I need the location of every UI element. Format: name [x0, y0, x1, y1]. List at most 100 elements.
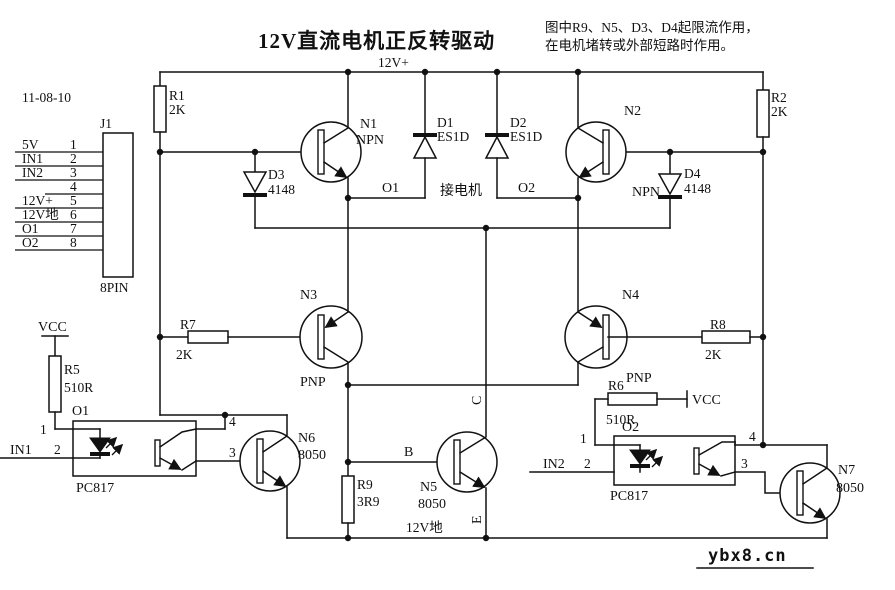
svg-text:N2: N2: [624, 104, 641, 119]
motor-label: 接电机: [440, 182, 482, 199]
opto2-pin2-label: 2: [584, 456, 591, 471]
vcc-left: VCC: [38, 320, 69, 357]
svg-text:4148: 4148: [268, 182, 295, 197]
svg-text:N1: N1: [360, 117, 377, 132]
transistor-n1: N1 NPN: [159, 71, 384, 199]
svg-text:D2: D2: [510, 115, 527, 130]
diode-d2: D2 ES1D: [484, 71, 543, 199]
transistor-n6: N6 8050: [239, 414, 326, 539]
pin-num: 4: [70, 179, 77, 194]
note-line1: 图中R9、N5、D3、D4起限流作用，: [545, 20, 759, 35]
motor-outputs: O1 接电机 O2: [344, 181, 582, 202]
svg-text:N5: N5: [420, 480, 437, 495]
svg-text:N7: N7: [838, 463, 855, 478]
svg-text:N6: N6: [298, 431, 315, 446]
diode-d3: D3 4148: [242, 148, 295, 229]
opto2-pin4-label: 4: [749, 429, 756, 444]
svg-text:2K: 2K: [705, 347, 722, 362]
pin-net: IN1: [22, 151, 43, 166]
net-vcc-label: VCC: [38, 320, 67, 335]
pin-num: 6: [70, 207, 77, 222]
connector-body: [102, 132, 134, 278]
opto1-pin4-label: 4: [229, 414, 236, 429]
connector-type: 8PIN: [100, 280, 129, 295]
svg-text:R2: R2: [771, 90, 787, 105]
svg-text:D1: D1: [437, 115, 454, 130]
led-emission-arrow: [111, 443, 124, 456]
opto1-pin2-label: 2: [54, 442, 61, 457]
svg-text:8050: 8050: [418, 497, 446, 512]
opto1-pin1-label: 1: [40, 422, 47, 437]
svg-text:NPN: NPN: [356, 133, 384, 148]
connector-ref: J1: [100, 116, 112, 131]
net-12v-plus-label: 12V+: [378, 55, 409, 70]
svg-text:R6: R6: [608, 378, 624, 393]
svg-text:R5: R5: [64, 362, 80, 377]
svg-text:PNP: PNP: [626, 371, 652, 386]
svg-text:ES1D: ES1D: [510, 129, 543, 144]
resistor-r7: R7 2K: [159, 317, 320, 362]
junction-dot: [344, 381, 352, 389]
pin-num: 2: [70, 151, 77, 166]
net-in2-label: IN2: [543, 457, 565, 472]
net-b-label: B: [404, 445, 413, 460]
svg-text:510R: 510R: [606, 412, 635, 427]
pin-net: IN2: [22, 165, 43, 180]
opto2-pin1-label: 1: [580, 431, 587, 446]
pin-num: 3: [70, 165, 77, 180]
svg-text:N4: N4: [622, 288, 639, 303]
svg-text:8050: 8050: [298, 448, 326, 463]
svg-text:3R9: 3R9: [357, 494, 380, 509]
svg-text:R8: R8: [710, 317, 726, 332]
transistor-n2: N2 NPN: [565, 71, 764, 200]
led-emission-arrow: [105, 436, 118, 449]
resistor-r6: R6 510R VCC: [594, 378, 721, 446]
svg-text:510R: 510R: [64, 380, 93, 395]
svg-text:R1: R1: [169, 88, 185, 103]
net-in1-label: IN1: [10, 443, 32, 458]
pin-net: 12V+: [22, 193, 53, 208]
led-emission-arrow: [645, 448, 658, 461]
opto2-ref-label: PC817: [610, 489, 648, 504]
junction-dot: [482, 534, 490, 542]
transistor-n5: B C E N5 8050: [347, 227, 498, 539]
svg-text:R9: R9: [357, 477, 373, 492]
pin-num: 8: [70, 235, 77, 250]
resistor-r1: R1 2K: [153, 71, 186, 153]
date-label: 11-08-10: [22, 90, 71, 105]
optocoupler-pc817-right: O2 1 IN2 2 PC817 4 3: [529, 420, 828, 504]
led-emission-arrow: [651, 455, 664, 468]
resistor-r5: R5 510R: [48, 355, 93, 430]
svg-text:4148: 4148: [684, 181, 711, 196]
optocoupler-pc817-left: O1 1 IN1 2 PC817 4 3: [0, 404, 259, 496]
svg-text:D3: D3: [268, 167, 285, 182]
junction-dot: [344, 534, 352, 542]
pin-net: O1: [22, 221, 39, 236]
net-o1-label: O1: [382, 181, 399, 196]
resistor-r9: R9 3R9: [341, 461, 380, 539]
net-e-label: E: [470, 515, 485, 524]
watermark-text: ybx8.cn: [708, 546, 787, 566]
page-title: 12V直流电机正反转驱动: [258, 29, 495, 53]
svg-text:2K: 2K: [169, 102, 186, 117]
transistor-n4: N4 PNP: [564, 197, 652, 386]
opto2-pin3-label: 3: [741, 456, 748, 471]
connector-j1: J1 8PIN 5V 1 IN1 2 IN2 3 4 12V+ 5 12V地 6…: [15, 116, 134, 295]
transistor-n7: N7 8050: [779, 444, 864, 539]
svg-text:ES1D: ES1D: [437, 129, 470, 144]
pin-num: 1: [70, 137, 77, 152]
pin-net: 5V: [22, 137, 39, 152]
svg-text:PNP: PNP: [300, 375, 326, 390]
resistor-r8: R8 2K: [607, 317, 764, 362]
opto1-pin3-label: 3: [229, 445, 236, 460]
note-line2: 在电机堵转或外部短路时作用。: [545, 38, 734, 53]
svg-text:2K: 2K: [176, 347, 193, 362]
net-o2-label: O2: [518, 181, 535, 196]
watermark[interactable]: ybx8.cn: [696, 546, 814, 569]
svg-text:8050: 8050: [836, 481, 864, 496]
svg-text:D4: D4: [684, 166, 701, 181]
resistor-r2: R2 2K: [756, 71, 788, 153]
diode-d4: D4 4148: [657, 148, 711, 229]
svg-text:2K: 2K: [771, 104, 788, 119]
